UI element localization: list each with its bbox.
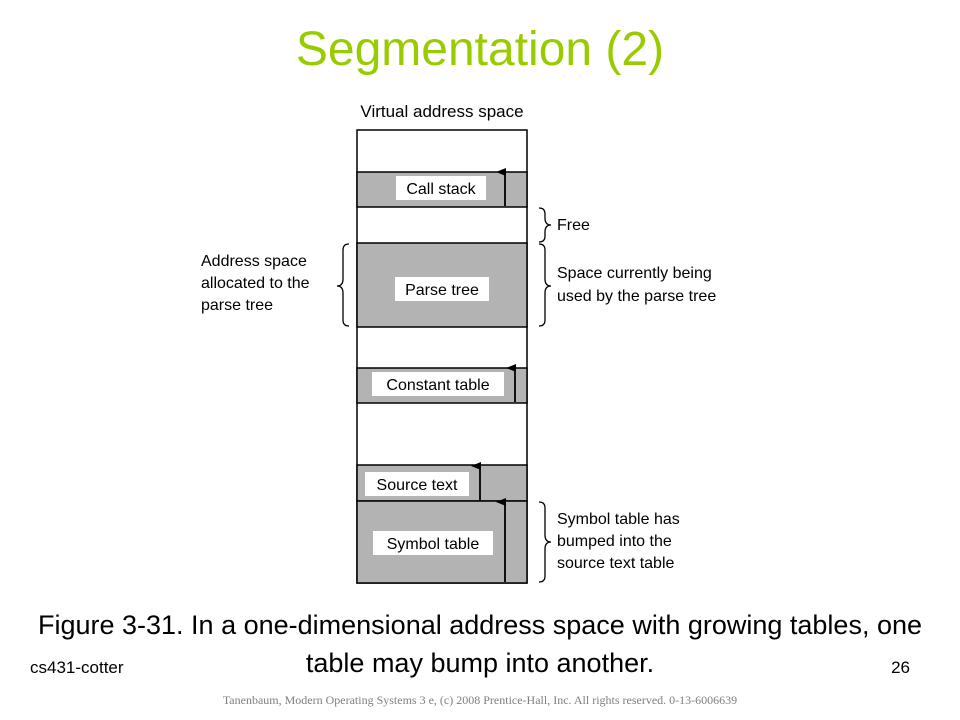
slide-title: Segmentation (2) [295,23,665,76]
page-number: 26 [891,658,910,677]
label-box-parse-tree [395,277,489,301]
segmentation-diagram: Virtual address space Call stack Parse t… [201,102,716,584]
label-box-source-text [365,472,469,496]
figure-caption: Figure 3-31. In a one-dimensional addres… [37,610,922,678]
annotation-bumped-line1: Symbol table has [557,511,680,528]
label-box-call-stack [396,176,486,200]
annotation-allocated-line2: allocated to the [201,275,310,292]
segment-label-source-text: Source text [377,477,458,494]
annotation-in-use-line1: Space currently being [557,265,712,282]
copyright-notice: Tanenbaum, Modern Operating Systems 3 e,… [222,693,738,707]
segment-label-symbol-table: Symbol table [387,536,480,553]
annotation-in-use-line2: used by the parse tree [557,288,716,305]
annotation-bumped-line3: source text table [557,555,675,572]
brace-allocated [336,243,350,327]
annotation-allocated-line3: parse tree [201,297,273,314]
segment-label-call-stack: Call stack [406,181,476,198]
footer-course-label: cs431-cotter [30,658,124,677]
label-box-symbol-table [373,531,493,555]
annotation-allocated-line1: Address space [201,253,307,270]
annotation-free: Free [557,217,590,234]
segment-label-constant-table: Constant table [386,377,489,394]
diagram-header: Virtual address space [360,102,523,121]
brace-bumped [538,501,552,583]
brace-in-use [538,243,552,327]
annotation-bumped-line2: bumped into the [557,533,672,550]
brace-free [538,207,552,243]
segment-label-parse-tree: Parse tree [405,282,479,299]
label-box-constant-table [372,372,504,396]
